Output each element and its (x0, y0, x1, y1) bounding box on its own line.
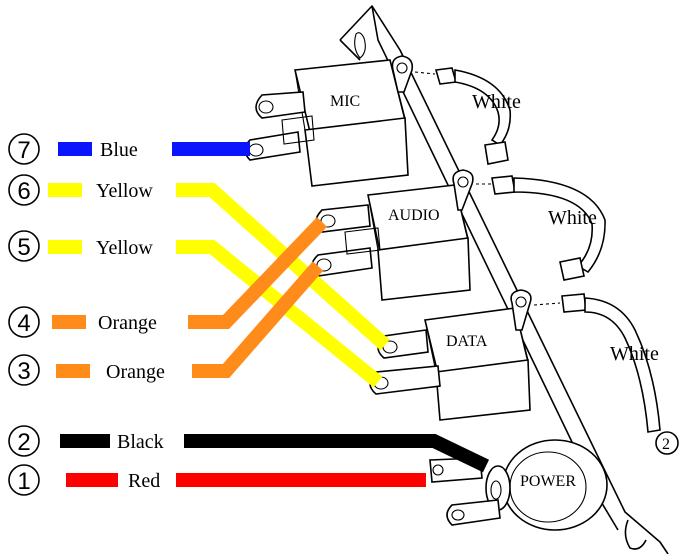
white-wire-label-2: White (548, 207, 597, 229)
wire-5-callout: 5 Yellow (8, 230, 153, 262)
data-jack-label: DATA (446, 333, 488, 350)
mic-jack-label: MIC (330, 93, 360, 110)
wire-4-number-circle (8, 306, 40, 338)
mic-jack: MIC (244, 59, 409, 187)
wire-2-label: Black (117, 431, 164, 453)
crimp-terminal-icon (484, 141, 509, 165)
crimp-terminal-icon (491, 175, 516, 195)
wire-3-label: Orange (106, 361, 165, 383)
wire-5-label: Yellow (96, 237, 153, 259)
wire-6-number: 6 (17, 178, 30, 205)
data-jack: DATA (369, 307, 531, 421)
wire-2-callout: 2 Black (8, 425, 164, 457)
crimp-terminal-icon (559, 257, 585, 281)
ground-ref-label: 2 (662, 436, 670, 453)
wire-4-callout: 4 Orange (8, 306, 157, 338)
wire-2-run (184, 434, 490, 473)
wire-3-number-circle (8, 354, 40, 386)
wire-3-stub (56, 364, 90, 378)
audio-jack: AUDIO (311, 184, 471, 301)
ground-lug-3 (510, 289, 532, 331)
power-jack-label: POWER (520, 473, 576, 490)
wire-3-callout: 3 Orange (8, 354, 165, 386)
wire-5-stub (48, 240, 82, 254)
wire-7-number: 7 (17, 137, 30, 164)
wire-3-number: 3 (17, 358, 30, 385)
wire-callouts: 7 Blue 6 Yellow 5 Yellow 4 Orange 3 Oran… (8, 133, 165, 496)
crimp-terminal-icon (561, 293, 587, 313)
white-wire-label-1: White (472, 91, 521, 113)
wire-2-number: 2 (17, 429, 30, 456)
wire-1-stub (66, 473, 118, 487)
wire-2-stub (60, 434, 110, 448)
white-wires: 2 (414, 67, 679, 455)
wire-7-label: Blue (100, 139, 138, 161)
wire-6-callout: 6 Yellow (8, 174, 153, 206)
ground-lugs (391, 55, 532, 331)
white-wire-label-3: White (610, 343, 659, 365)
wire-5-run (176, 240, 383, 388)
wire-4-number: 4 (17, 310, 30, 337)
wire-4-run (188, 217, 328, 329)
wire-6-number-circle (8, 174, 40, 206)
wire-7-callout: 7 Blue (8, 133, 138, 165)
wire-4-stub (52, 315, 86, 329)
wire-6-label: Yellow (96, 180, 153, 202)
wire-5-number: 5 (17, 234, 30, 261)
wire-3-run (192, 261, 324, 378)
ground-lug-1 (391, 55, 414, 93)
wire-1-number-circle (8, 464, 40, 496)
power-jack: POWER (429, 439, 608, 531)
panel-hole-icon (354, 32, 366, 59)
ground-ref-marker (655, 431, 679, 455)
wire-6-stub (48, 183, 82, 197)
mounting-panel (339, 5, 669, 554)
wire-7-number-circle (8, 133, 40, 165)
wire-2-number-circle (8, 425, 40, 457)
wire-5-number-circle (8, 230, 40, 262)
wire-1-callout: 1 Red (8, 464, 160, 496)
audio-jack-label: AUDIO (388, 207, 440, 224)
wire-1-number: 1 (17, 468, 30, 495)
wire-6-run (176, 183, 390, 351)
wire-1-label: Red (128, 470, 160, 492)
ground-lug-2 (452, 169, 474, 211)
crimp-terminal-icon (434, 67, 458, 85)
signal-wires (48, 142, 490, 487)
wire-7-stub (58, 142, 92, 156)
wire-4-label: Orange (98, 312, 157, 334)
